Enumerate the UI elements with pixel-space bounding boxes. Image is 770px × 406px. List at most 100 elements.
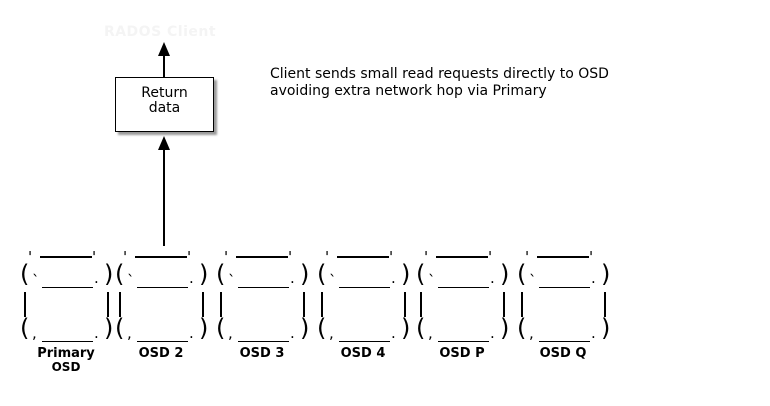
cyl-mid-dot-icon: . — [290, 269, 295, 287]
cyl-mid-dot-icon: . — [94, 269, 99, 287]
cyl-paren-bottom-left-icon: ( — [317, 314, 327, 342]
cyl-top-line — [236, 256, 288, 258]
caption-line-1: Client sends small read requests directl… — [270, 66, 609, 82]
caption: Client sends small read requests directl… — [270, 66, 609, 100]
cyl-top-line — [537, 256, 589, 258]
cyl-paren-bottom-right-icon: ) — [199, 314, 209, 342]
cyl-bottom-line — [137, 340, 188, 342]
cyl-paren-top-left-icon: ( — [20, 260, 30, 288]
cyl-tick-top-right-icon: ' — [288, 248, 293, 266]
cyl-mid-dot-icon: . — [391, 269, 396, 287]
cyl-tick-top-left-icon: ' — [325, 248, 330, 266]
cyl-top-line — [40, 256, 92, 258]
return-box-line-1: Return — [141, 85, 188, 101]
cyl-paren-bottom-left-icon: ( — [115, 314, 125, 342]
cyl-comma-icon: , — [127, 324, 132, 342]
cyl-bottom-dot-icon: . — [290, 324, 295, 342]
cyl-tick-top-left-icon: ' — [525, 248, 530, 266]
cyl-right-bar — [503, 292, 505, 317]
cyl-top-line — [337, 256, 389, 258]
osd-sublabel: OSD — [51, 360, 81, 374]
cyl-bottom-dot-icon: . — [94, 324, 99, 342]
cyl-bottom-dot-icon: . — [591, 324, 596, 342]
return-data-box: Return data — [115, 77, 214, 132]
cyl-backtick-icon: ` — [32, 272, 40, 290]
cyl-paren-top-right-icon: ) — [300, 260, 310, 288]
cyl-mid-line — [539, 286, 590, 288]
cyl-left-bar — [220, 292, 222, 317]
cyl-paren-bottom-right-icon: ) — [300, 314, 310, 342]
cyl-paren-top-left-icon: ( — [517, 260, 527, 288]
cyl-tick-top-left-icon: ' — [424, 248, 429, 266]
cyl-mid-dot-icon: . — [591, 269, 596, 287]
cyl-comma-icon: , — [329, 324, 334, 342]
cyl-tick-top-right-icon: ' — [389, 248, 394, 266]
osd-cylinder-2: ''()`.(),.OSD 3 — [216, 248, 310, 380]
osd-label: Primary — [37, 346, 95, 361]
cyl-bottom-line — [238, 340, 289, 342]
cyl-right-bar — [107, 292, 109, 317]
osd-cylinder-1: ''()`.(),.OSD 2 — [115, 248, 209, 380]
cyl-paren-bottom-left-icon: ( — [216, 314, 226, 342]
cyl-tick-top-right-icon: ' — [488, 248, 493, 266]
cyl-bottom-line — [339, 340, 390, 342]
cyl-bottom-line — [42, 340, 93, 342]
cyl-left-bar — [321, 292, 323, 317]
cyl-mid-line — [238, 286, 289, 288]
caption-line-2: avoiding extra network hop via Primary — [270, 83, 547, 99]
cyl-tick-top-right-icon: ' — [589, 248, 594, 266]
client-arrow-line — [163, 55, 165, 77]
cyl-mid-line — [42, 286, 93, 288]
cyl-paren-top-right-icon: ) — [199, 260, 209, 288]
cyl-paren-top-left-icon: ( — [216, 260, 226, 288]
cyl-right-bar — [303, 292, 305, 317]
osd-label: OSD Q — [539, 346, 587, 361]
ghost-client-label: RADOS Client — [103, 24, 217, 40]
cyl-tick-top-right-icon: ' — [187, 248, 192, 266]
osd-label: OSD P — [439, 346, 485, 361]
osd-return-arrow-line — [163, 149, 165, 246]
cyl-paren-top-right-icon: ) — [601, 260, 611, 288]
cyl-bottom-line — [438, 340, 489, 342]
cyl-paren-top-right-icon: ) — [104, 260, 114, 288]
cyl-paren-bottom-right-icon: ) — [401, 314, 411, 342]
cyl-tick-top-left-icon: ' — [224, 248, 229, 266]
cyl-comma-icon: , — [32, 324, 37, 342]
client-arrow-head-icon — [158, 42, 170, 56]
cyl-bottom-dot-icon: . — [189, 324, 194, 342]
cyl-left-bar — [521, 292, 523, 317]
cyl-right-bar — [604, 292, 606, 317]
cyl-tick-top-right-icon: ' — [92, 248, 97, 266]
osd-return-arrow-head-icon — [158, 136, 170, 150]
cyl-right-bar — [404, 292, 406, 317]
cyl-comma-icon: , — [428, 324, 433, 342]
cyl-comma-icon: , — [529, 324, 534, 342]
cyl-bottom-dot-icon: . — [490, 324, 495, 342]
cyl-left-bar — [24, 292, 26, 317]
cyl-tick-top-left-icon: ' — [123, 248, 128, 266]
cyl-paren-top-right-icon: ) — [401, 260, 411, 288]
cyl-paren-top-left-icon: ( — [416, 260, 426, 288]
cyl-paren-bottom-right-icon: ) — [500, 314, 510, 342]
cyl-mid-dot-icon: . — [189, 269, 194, 287]
cyl-mid-line — [438, 286, 489, 288]
cyl-backtick-icon: ` — [127, 272, 135, 290]
cyl-paren-bottom-left-icon: ( — [517, 314, 527, 342]
cyl-mid-dot-icon: . — [490, 269, 495, 287]
osd-cylinder-5: ''()`.(),.OSD Q — [517, 248, 611, 380]
return-box-line-2: data — [148, 100, 181, 116]
cyl-mid-line — [137, 286, 188, 288]
osd-label: OSD 3 — [239, 346, 285, 361]
cyl-backtick-icon: ` — [428, 272, 436, 290]
osd-label: OSD 4 — [340, 346, 386, 361]
cyl-bottom-line — [539, 340, 590, 342]
osd-cylinder-4: ''()`.(),.OSD P — [416, 248, 510, 380]
cyl-backtick-icon: ` — [529, 272, 537, 290]
cyl-paren-bottom-right-icon: ) — [601, 314, 611, 342]
cyl-backtick-icon: ` — [329, 272, 337, 290]
cyl-paren-top-left-icon: ( — [317, 260, 327, 288]
cyl-mid-line — [339, 286, 390, 288]
